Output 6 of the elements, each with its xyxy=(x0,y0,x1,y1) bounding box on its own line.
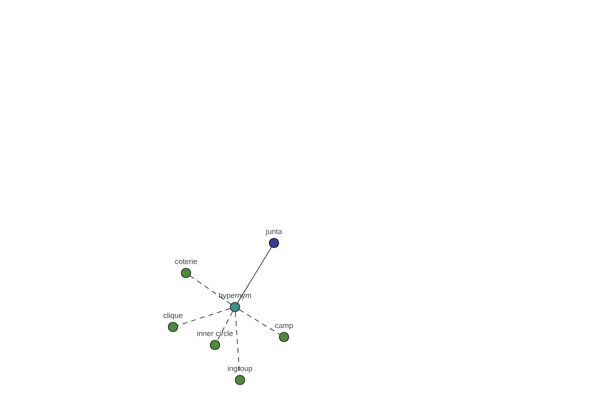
connector-line xyxy=(237,247,272,303)
connector-line xyxy=(239,309,280,335)
connector-line xyxy=(217,311,233,341)
connector-line xyxy=(178,308,230,326)
connector-line xyxy=(235,312,240,376)
connector-line xyxy=(190,276,232,304)
